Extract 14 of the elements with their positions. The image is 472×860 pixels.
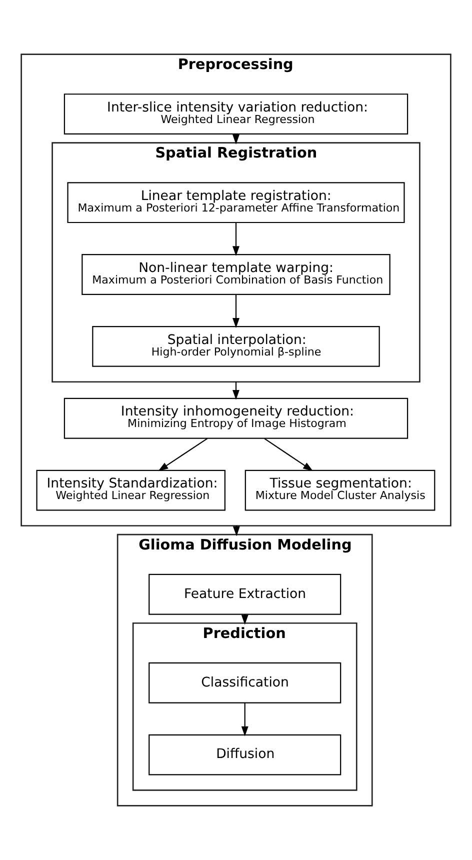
arrow [264, 438, 314, 472]
node-box: Linear template registration: Maximum a Posteriori 12-parameter Affine Transformation [67, 182, 405, 224]
arrow [241, 614, 248, 625]
node-box: Intensity Standardization: Weighted Linear Regression [36, 470, 226, 511]
arrow [241, 703, 248, 736]
node-box: Non-linear template warping: Maximum a Posteriori Combination of Basis Function [82, 254, 390, 295]
node-box: Spatial interpolation: High-order Polynomial β-spline [92, 326, 380, 367]
arrow [158, 438, 208, 472]
node-box: Tissue segmentation: Mixture Model Cluster Analysis [244, 470, 436, 511]
node-box: Diffusion [148, 734, 342, 776]
arrow [232, 294, 240, 328]
arrow [232, 222, 240, 256]
node-box: Classification [148, 662, 342, 704]
node-box: Intensity inhomogeneity reduction: Minimizing Entropy of Image Histogram [64, 398, 408, 439]
